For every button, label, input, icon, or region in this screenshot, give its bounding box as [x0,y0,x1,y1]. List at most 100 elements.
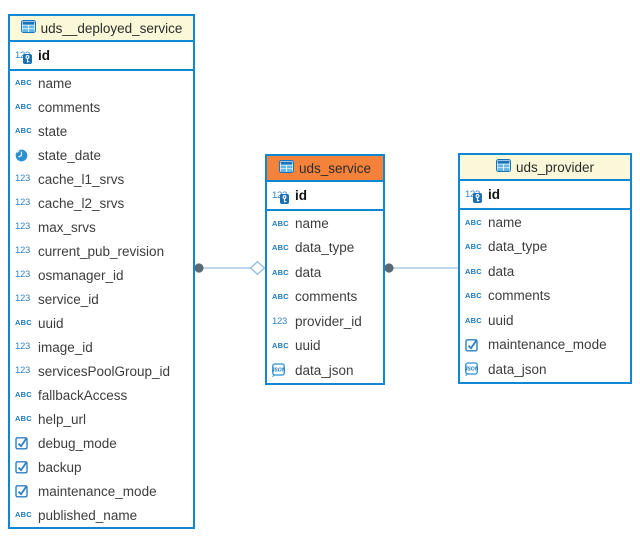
column-row-published_name[interactable]: ABC published_name [10,503,193,527]
text-icon: ABC [15,414,32,424]
column-name: published_name [38,507,138,523]
boolean-icon [465,338,483,352]
column-name: help_url [38,411,87,427]
column-row-debug_mode[interactable]: debug_mode [10,431,193,455]
column-row-state_date[interactable]: state_date [10,143,193,167]
table-header[interactable]: uds__deployed_service [10,16,193,42]
column-row-comments[interactable]: ABC comments [460,283,630,308]
column-name: id [488,187,500,202]
primary-key-icon [280,194,289,205]
table-header[interactable]: uds_service [267,156,383,182]
number-icon: 123 [15,293,30,305]
number-icon: 123 [15,173,30,185]
text-icon: ABC [15,510,32,520]
column-name: data_json [295,362,354,378]
column-name: cache_l2_srvs [38,195,125,211]
text-icon: ABC [465,217,482,227]
table-uds_provider[interactable]: uds_provider 123idABCnameABCdata_typeABC… [458,153,632,384]
column-row-name[interactable]: ABC name [460,210,630,235]
boolean-icon [15,436,33,450]
column-name: maintenance_mode [38,483,157,499]
table-name: uds_provider [515,159,595,175]
number-icon: 123 [272,315,287,327]
column-name: provider_id [295,313,362,329]
table-icon [278,160,294,176]
relation-dot-marker [194,263,204,273]
column-name: name [488,214,522,230]
number-icon: 123 [15,341,30,353]
columns-list: 123idABCnameABCdata_typeABCdataABCcommen… [267,182,383,383]
text-icon: ABC [272,243,289,252]
number-icon: 123 [15,245,30,257]
column-row-current_pub_revision[interactable]: 123 current_pub_revision [10,239,193,263]
boolean-icon [15,460,33,474]
boolean-icon [15,484,33,498]
column-name: service_id [38,291,99,307]
relationship-service-to-provider[interactable] [384,263,459,273]
table-uds__deployed_service[interactable]: uds__deployed_service 123idABCnameABCcom… [8,14,195,529]
svg-text:JSON: JSON [465,367,478,373]
table-name: uds_service [298,160,372,176]
column-row-uuid[interactable]: ABC uuid [267,333,383,358]
number-key-icon: 123 [465,190,483,204]
column-name: data [295,264,322,280]
column-name: fallbackAccess [38,387,128,403]
number-icon: 123 [15,365,30,377]
text-icon: ABC [465,291,482,300]
primary-key-icon [23,54,32,65]
column-row-name[interactable]: ABC name [267,211,383,236]
column-row-data_json[interactable]: JSON data_json [267,358,383,383]
column-name: comments [295,289,358,305]
column-row-maintenance_mode[interactable]: maintenance_mode [10,479,193,503]
relation-diamond-marker [249,260,266,276]
table-uds_service[interactable]: uds_service 123idABCnameABCdata_typeABCd… [265,154,385,385]
column-row-maintenance_mode[interactable]: maintenance_mode [460,332,630,357]
table-header[interactable]: uds_provider [460,155,630,181]
column-row-data[interactable]: ABC data [460,259,630,284]
column-row-id[interactable]: 123id [10,42,193,71]
text-icon: ABC [272,218,289,228]
column-name: maintenance_mode [488,337,607,353]
column-row-provider_id[interactable]: 123 provider_id [267,309,383,334]
column-row-id[interactable]: 123 id [460,181,630,210]
json-icon: JSON [272,363,290,378]
number-key-icon: 123 [15,51,33,65]
column-name: data [488,263,515,279]
column-name: servicesPoolGroup_id [38,363,171,379]
column-name: current_pub_revision [38,243,165,259]
relationship-deployed-service-to-service[interactable] [194,260,266,276]
text-icon: ABC [465,266,482,276]
column-row-servicesPoolGroup_id[interactable]: 123 servicesPoolGroup_id [10,359,193,383]
column-row-help_url[interactable]: ABC help_url [10,407,193,431]
table-name: uds__deployed_service [40,20,183,36]
text-icon: ABC [15,102,32,112]
column-name: name [295,215,329,231]
columns-list: 123idABCnameABCcommentsABCstatestate_dat… [10,42,193,527]
column-name: comments [488,288,551,304]
text-icon: ABC [272,341,289,350]
column-row-service_id[interactable]: 123 service_id [10,287,193,311]
number-key-icon: 123 [272,191,290,205]
column-name: uuid [295,338,321,354]
column-row-backup[interactable]: backup [10,455,193,479]
column-name: data_type [488,239,548,255]
column-row-id[interactable]: 123id [267,182,383,211]
json-icon: JSON [465,362,483,377]
